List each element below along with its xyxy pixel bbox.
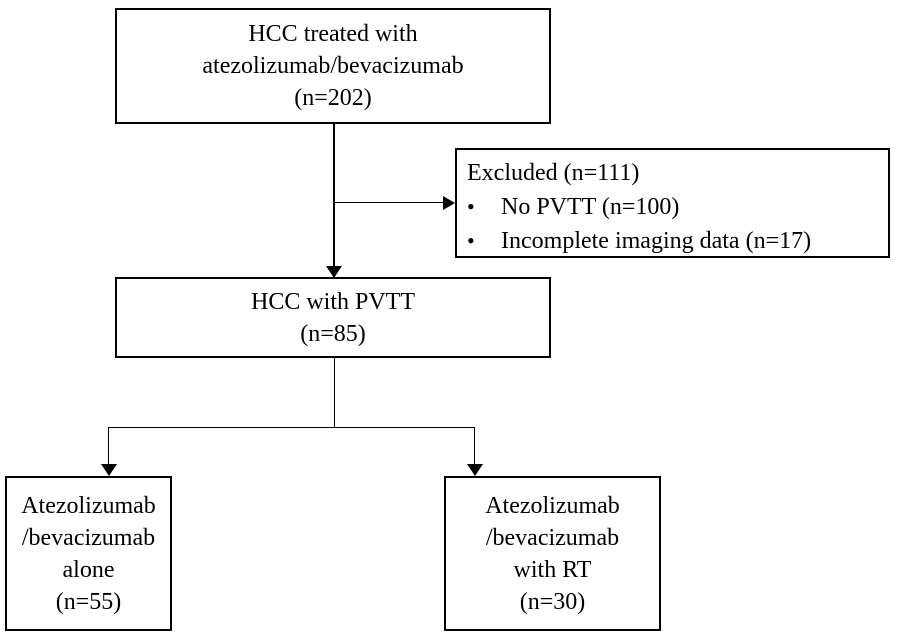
node-enrolled-line-3: (n=202) [294, 85, 372, 111]
connector-enrolled-to-excluded-arrowhead [443, 196, 455, 210]
node-arm-alone-line-4: (n=55) [55, 588, 122, 615]
node-eligible: HCC with PVTT (n=85) [115, 277, 551, 358]
connector-split-to-arm-rt-line [474, 427, 475, 470]
node-excluded-bullet-1-label: No PVTT (n=100) [501, 194, 680, 220]
bullet-icon: • [467, 194, 475, 219]
connector-split-bar [108, 427, 475, 428]
connector-enrolled-to-eligible-arrowhead [326, 266, 342, 278]
node-arm-rt-line-4: (n=30) [519, 588, 586, 615]
node-excluded-bullet-1: • No PVTT (n=100) [457, 190, 679, 224]
node-eligible-line-2: (n=85) [300, 320, 366, 347]
bullet-icon: • [467, 228, 475, 253]
connector-split-to-arm-alone-line [108, 427, 109, 470]
node-excluded-bullet-2: • Incomplete imaging data (n=17) [457, 224, 811, 258]
connector-eligible-stem [334, 358, 335, 428]
node-arm-rt: Atezolizumab /bevacizumab with RT (n=30) [444, 476, 661, 631]
node-arm-rt-line-1: Atezolizumab [485, 492, 620, 519]
node-excluded: Excluded (n=111) • No PVTT (n=100) • Inc… [455, 148, 890, 258]
node-arm-rt-line-2: /bevacizumab [485, 524, 620, 551]
node-arm-alone-line-1: Atezolizumab [21, 492, 156, 519]
node-arm-alone: Atezolizumab /bevacizumab alone (n=55) [5, 476, 172, 631]
node-excluded-title: Excluded (n=111) [467, 160, 640, 186]
node-eligible-line-1: HCC with PVTT [250, 288, 415, 315]
node-arm-alone-line-2: /bevacizumab [21, 524, 156, 551]
connector-split-to-arm-rt-arrowhead [467, 464, 483, 476]
connector-enrolled-to-excluded-line [334, 202, 444, 203]
node-arm-rt-line-3: with RT [513, 556, 592, 583]
node-enrolled: HCC treated with atezolizumab/bevacizuma… [115, 8, 551, 124]
connector-split-to-arm-alone-arrowhead [101, 464, 117, 476]
node-excluded-bullet-2-label: Incomplete imaging data (n=17) [501, 228, 812, 254]
node-arm-alone-line-3: alone [62, 556, 115, 583]
node-enrolled-line-1: HCC treated with [248, 21, 418, 47]
connector-enrolled-to-eligible-stem [333, 124, 335, 277]
node-enrolled-line-2: atezolizumab/bevacizumab [202, 53, 464, 79]
